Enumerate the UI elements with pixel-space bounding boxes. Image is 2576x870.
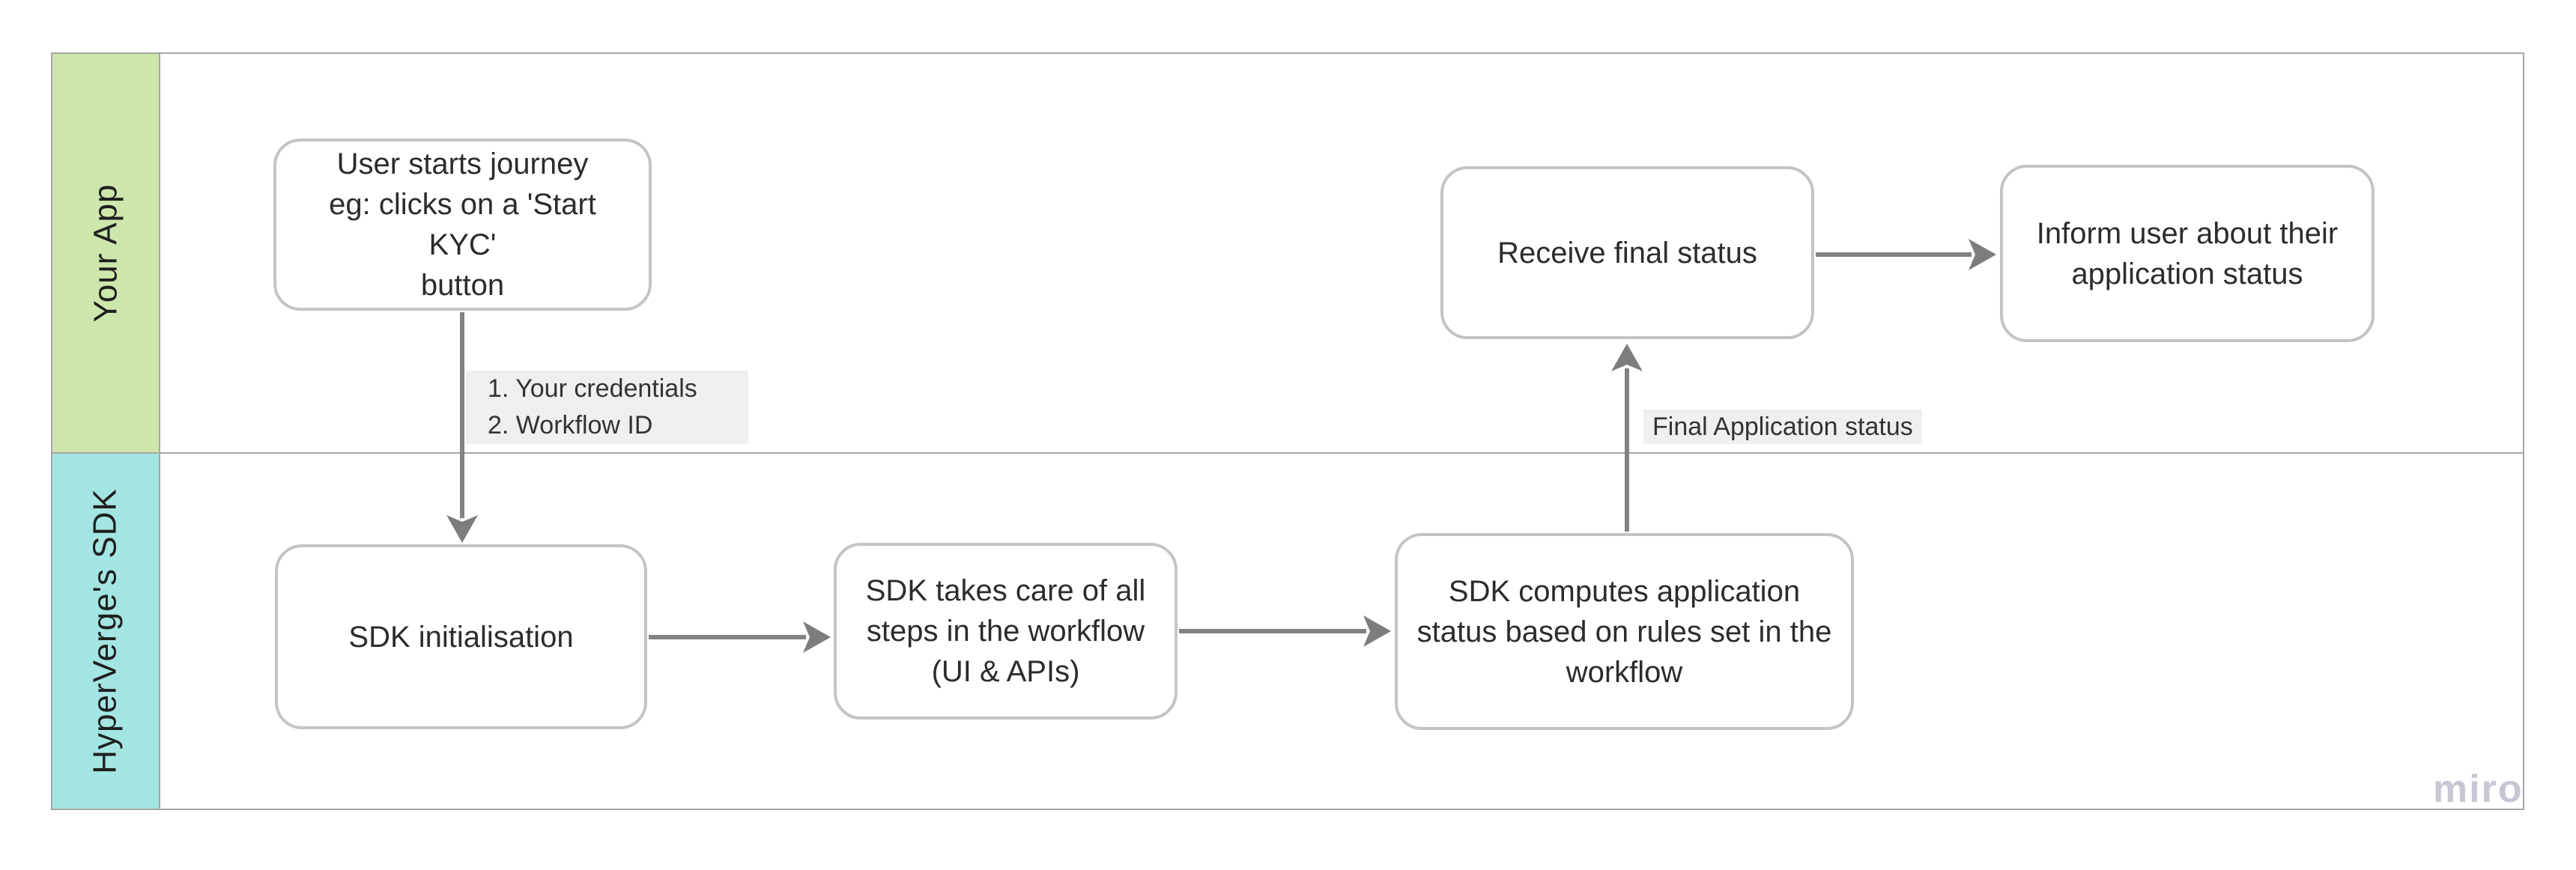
lane-your-app-label: Your App xyxy=(87,183,124,323)
lane-hyperverge-sdk-band[interactable]: HyperVerge's SDK xyxy=(52,454,160,809)
edge-label-final-application-status[interactable]: Final Application status xyxy=(1643,410,1922,444)
lane-your-app-band[interactable]: Your App xyxy=(52,54,160,452)
node-user-starts-journey[interactable]: User starts journey eg: clicks on a 'Sta… xyxy=(273,139,652,311)
miro-watermark: miro xyxy=(2433,767,2524,811)
edge-label-credentials-workflow-id[interactable]: 1. Your credentials 2. Workflow ID xyxy=(465,371,748,444)
node-sdk-computes-status[interactable]: SDK computes application status based on… xyxy=(1395,533,1854,730)
node-sdk-initialisation[interactable]: SDK initialisation xyxy=(275,544,647,729)
lane-hyperverge-sdk-label: HyperVerge's SDK xyxy=(87,488,124,774)
node-sdk-takes-care[interactable]: SDK takes care of all steps in the workf… xyxy=(834,543,1178,720)
node-inform-user[interactable]: Inform user about their application stat… xyxy=(2000,165,2375,342)
node-receive-final-status[interactable]: Receive final status xyxy=(1440,166,1814,339)
